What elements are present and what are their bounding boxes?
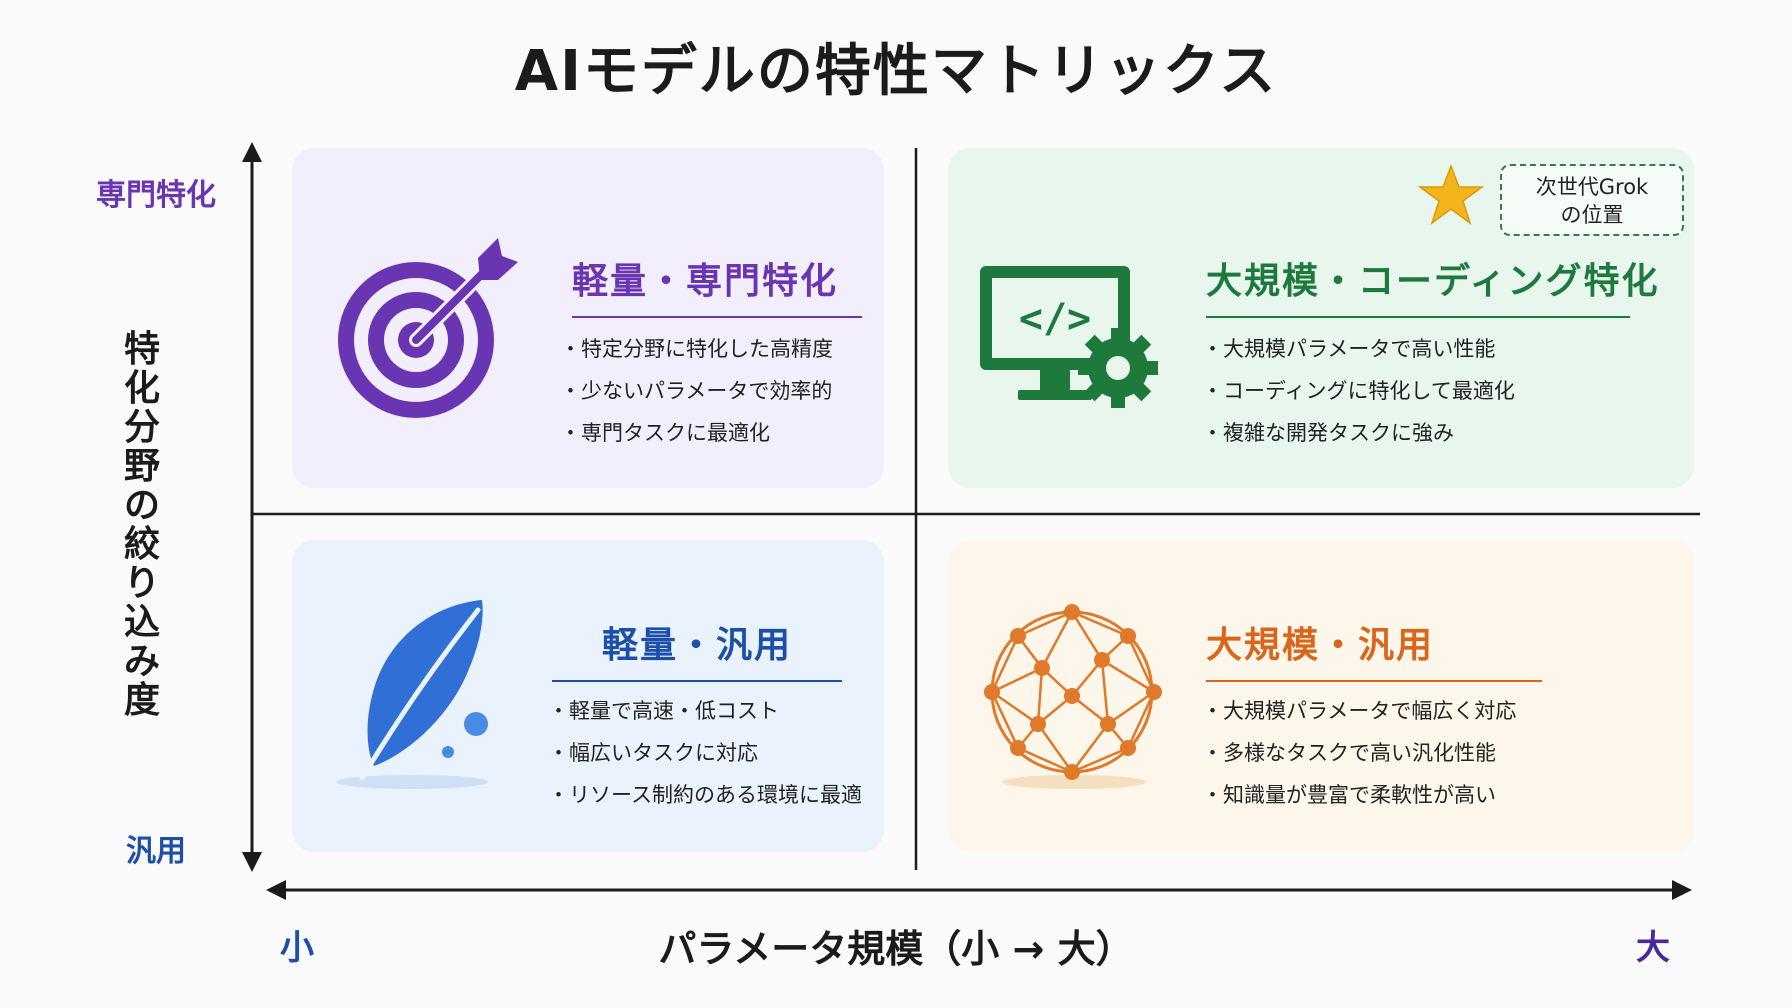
- list-item: リソース制約のある環境に最適: [548, 774, 862, 816]
- y-axis-top-label: 専門特化: [96, 178, 216, 213]
- x-axis-left-label: 小: [280, 928, 314, 968]
- svg-text:</>: </>: [1019, 296, 1091, 342]
- list-item: 専門タスクに最適化: [560, 412, 833, 454]
- next-grok-position-badge: 次世代Grok の位置: [1500, 164, 1684, 236]
- page-title: AIモデルの特性マトリックス: [514, 39, 1278, 104]
- list-item: 大規模パラメータで幅広く対応: [1202, 690, 1516, 732]
- list-item: 幅広いタスクに対応: [548, 732, 862, 774]
- y-axis-bottom-label: 汎用: [126, 834, 186, 869]
- list-item: 多様なタスクで高い汎化性能: [1202, 732, 1516, 774]
- list-item: 軽量で高速・低コスト: [548, 690, 862, 732]
- quadrant-heading-top-right: 大規模・コーディング特化: [1206, 252, 1657, 318]
- bullet-list-top-left: 特定分野に特化した高精度 少ないパラメータで効率的 専門タスクに最適化: [560, 328, 833, 454]
- badge-line-1: 次世代Grok: [1535, 175, 1649, 199]
- list-item: 大規模パラメータで高い性能: [1202, 328, 1515, 370]
- y-axis-title: 特化分野の絞り込み度: [123, 329, 160, 721]
- quadrant-heading-bottom-left: 軽量・汎用: [552, 616, 842, 682]
- list-item: 特定分野に特化した高精度: [560, 328, 833, 370]
- network-globe-icon: [984, 604, 1162, 789]
- target-icon: [338, 238, 518, 418]
- quadrant-heading-bottom-right: 大規模・汎用: [1206, 616, 1542, 682]
- code-monitor-gear-icon: </>: [980, 266, 1158, 408]
- quadrant-heading-top-left: 軽量・専門特化: [572, 252, 862, 318]
- bullet-list-bottom-right: 大規模パラメータで幅広く対応 多様なタスクで高い汎化性能 知識量が豊富で柔軟性が…: [1202, 690, 1516, 816]
- list-item: 知識量が豊富で柔軟性が高い: [1202, 774, 1516, 816]
- list-item: 複雑な開発タスクに強み: [1202, 412, 1515, 454]
- star-icon: [1418, 164, 1484, 225]
- feather-icon: [336, 600, 488, 789]
- bullet-list-bottom-left: 軽量で高速・低コスト 幅広いタスクに対応 リソース制約のある環境に最適: [548, 690, 862, 816]
- badge-line-2: の位置: [1560, 203, 1624, 227]
- bullet-list-top-right: 大規模パラメータで高い性能 コーディングに特化して最適化 複雑な開発タスクに強み: [1202, 328, 1515, 454]
- list-item: 少ないパラメータで効率的: [560, 370, 833, 412]
- x-axis-title: パラメータ規模（小 → 大）: [658, 927, 1134, 971]
- list-item: コーディングに特化して最適化: [1202, 370, 1515, 412]
- x-axis-right-label: 大: [1636, 928, 1670, 968]
